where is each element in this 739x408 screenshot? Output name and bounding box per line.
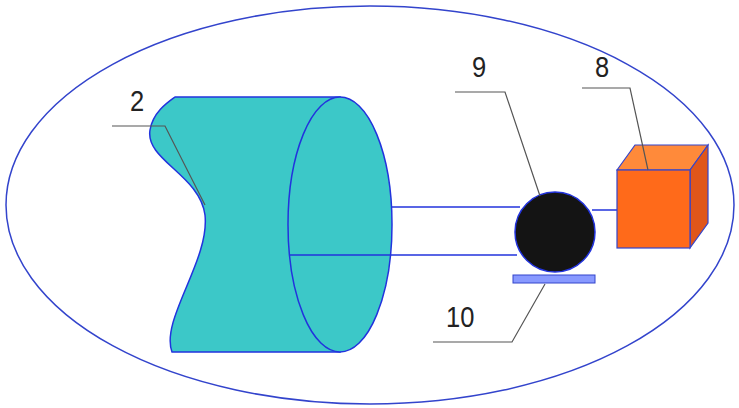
box-front (617, 170, 690, 248)
boundary-ellipse (6, 6, 734, 404)
leader-line (433, 284, 545, 342)
callout-number: 9 (472, 52, 486, 82)
base-plate (513, 275, 595, 283)
shaft-line (592, 209, 617, 211)
callout-number: 10 (446, 302, 474, 332)
shaft-line (290, 254, 517, 256)
drum-face (288, 97, 392, 352)
box-side (690, 145, 708, 248)
callout-number: 2 (130, 86, 144, 116)
shaft-line (392, 206, 520, 208)
leader-line (112, 126, 205, 205)
callout-number: 8 (595, 52, 609, 82)
leader-line (455, 92, 540, 196)
leader-line (582, 88, 648, 170)
motor-circle (515, 192, 595, 272)
